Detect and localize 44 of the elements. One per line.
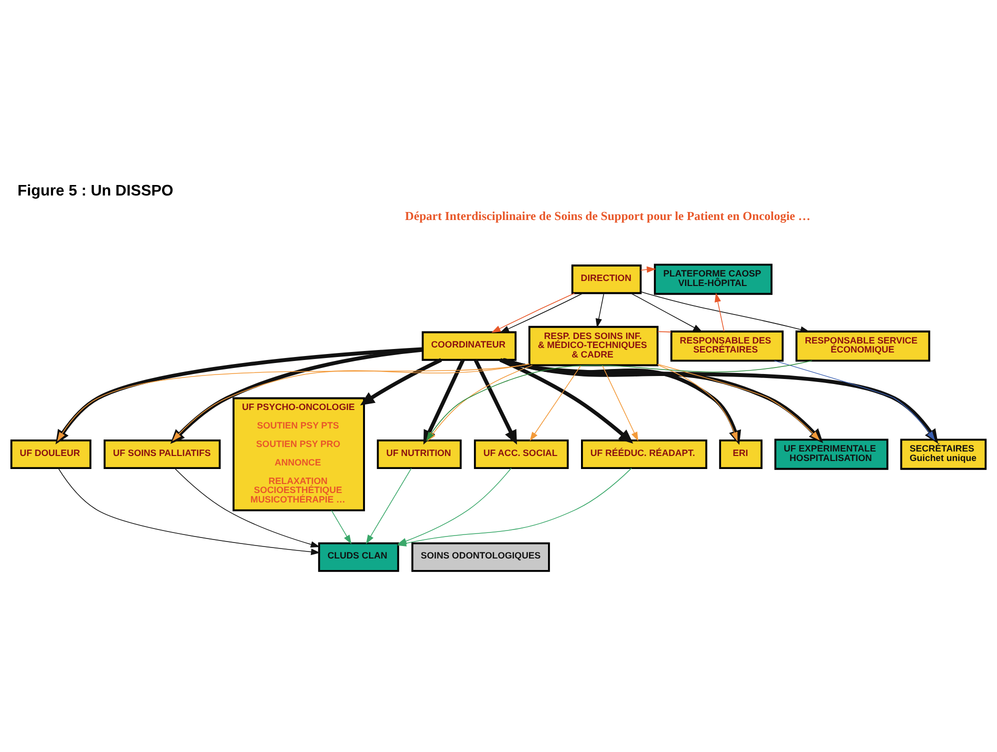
- arrow: [423, 359, 465, 445]
- arrow: [596, 292, 604, 328]
- node-box: RESPONSABLE SERVICE ÉCONOMIQUE: [796, 330, 930, 362]
- node-box: DIRECTION: [571, 264, 642, 294]
- node-box: SECRÉTAIRES Guichet unique: [900, 438, 987, 470]
- node-box: SOINS ODONTOLOGIQUES: [411, 542, 550, 572]
- arrow: [56, 347, 423, 444]
- node-box: UF DOULEUR: [10, 440, 92, 470]
- arrow: [502, 358, 938, 444]
- arrow: [58, 468, 320, 556]
- arrow: [360, 358, 442, 406]
- arrow: [499, 358, 634, 444]
- arrow: [640, 266, 656, 273]
- label: Départ Interdisciplinaire de Soins de Support pour le Patient en Oncologie …: [405, 209, 810, 224]
- connector: [657, 331, 672, 332]
- node-box: ERI: [719, 440, 762, 470]
- arrow: [640, 291, 810, 333]
- arrow: [491, 292, 575, 333]
- node-box: UF PSYCHO-ONCOLOGIE SOUTIEN PSY PTS SOUTIEN PSY PRO ANNONCE RELAXATION SOCIOESTHÉTIQUE MUSICOTHÉRAPIE …: [232, 397, 365, 512]
- arrow: [774, 360, 936, 440]
- arrow: [170, 348, 423, 444]
- arrow: [714, 292, 724, 332]
- node-box: COORDINATEUR: [422, 331, 517, 361]
- node-box: RESPONSABLE DES SECRÉTAIRES: [670, 330, 784, 362]
- arrow: [500, 292, 584, 333]
- node-box: UF ACC. SOCIAL: [474, 440, 569, 470]
- node-box: CLUDS CLAN: [318, 542, 400, 572]
- arrow: [602, 365, 638, 442]
- arrow: [657, 364, 820, 440]
- arrow: [630, 292, 702, 332]
- arrow: [331, 510, 352, 544]
- arrow: [530, 365, 582, 442]
- arrow: [503, 358, 824, 444]
- node-box: PLATEFORME CAOSP VILLE-HÔPITAL: [654, 264, 772, 295]
- node-box: UF RÉÉDUC. RÉADAPT.: [581, 440, 708, 470]
- node-box: RESP. DES SOINS INF. & MÉDICO-TECHNIQUES & CADRE: [528, 326, 658, 366]
- arrow: [474, 359, 517, 445]
- arrow: [174, 468, 320, 548]
- node-box: UF SOINS PALLIATIFS: [104, 440, 221, 470]
- arrow: [657, 364, 738, 442]
- node-box: UF EXPERIMENTALE HOSPITALISATION: [774, 438, 888, 470]
- node-box: UF NUTRITION: [376, 440, 462, 470]
- arrow: [504, 358, 742, 445]
- diagram-title: Figure 5 : Un DISSPO: [18, 182, 174, 200]
